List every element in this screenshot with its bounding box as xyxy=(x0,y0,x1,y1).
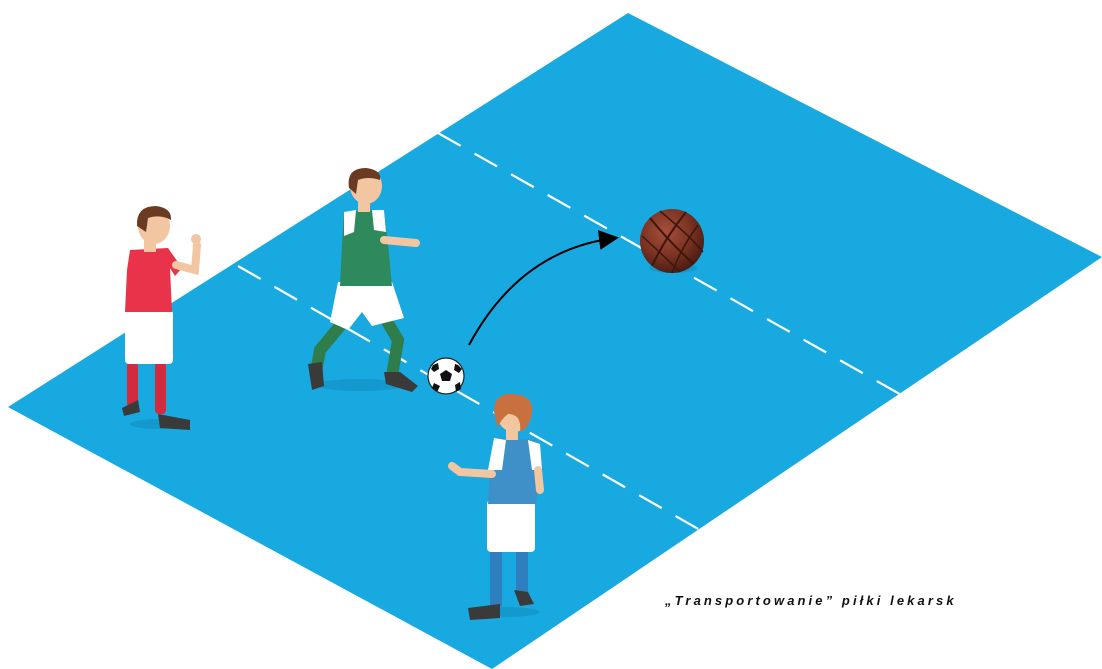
drill-caption: „Transportowanie” piłki lekarsk xyxy=(665,593,1102,608)
soccer-ball-icon xyxy=(428,358,464,394)
medicine-ball-icon xyxy=(640,209,704,273)
